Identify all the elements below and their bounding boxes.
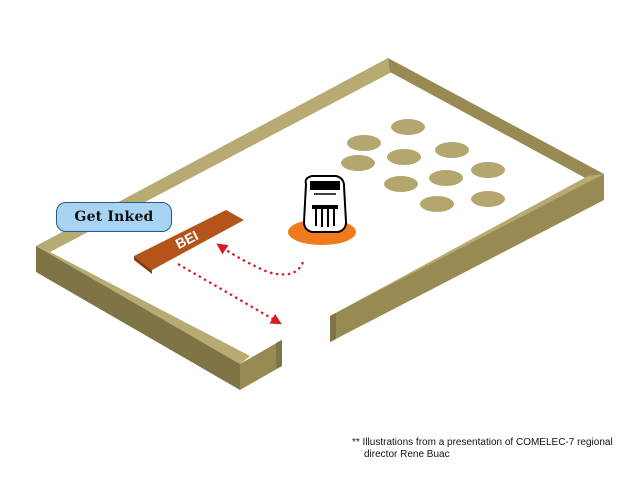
footnote-line-1: ** Illustrations from a presentation of …: [352, 437, 613, 448]
chair-seat: [471, 162, 505, 178]
chair-seat: [429, 170, 463, 186]
bei-table-edge: [134, 256, 152, 274]
path-arrow-ballot-to-table: [216, 243, 305, 276]
chair-seat: [347, 135, 381, 151]
wall-back-right: [388, 58, 604, 186]
wall-front-right-face: [330, 174, 604, 342]
wall-left-face: [36, 246, 240, 390]
wall-front-left-end: [276, 340, 282, 369]
chair-seat: [420, 196, 454, 212]
footnote-credit: ** Illustrations from a presentation of …: [352, 437, 632, 461]
chair-seat: [391, 119, 425, 135]
bei-table: [134, 210, 244, 270]
chair-seat: [435, 142, 469, 158]
chair-seat: [387, 149, 421, 165]
chair-seat: [384, 176, 418, 192]
wall-front-right-end: [330, 313, 336, 342]
chair-group: [341, 119, 505, 212]
wall-left-top: [36, 246, 250, 364]
get-inked-label: Get Inked: [56, 202, 172, 232]
footnote-line-2: director Rene Buac: [364, 449, 450, 460]
wall-front-left-face: [240, 340, 282, 390]
chair-seat: [341, 155, 375, 171]
chair-seat: [471, 191, 505, 207]
ballot-box-icon: [302, 175, 348, 233]
path-arrow-table-to-exit: [177, 263, 282, 325]
